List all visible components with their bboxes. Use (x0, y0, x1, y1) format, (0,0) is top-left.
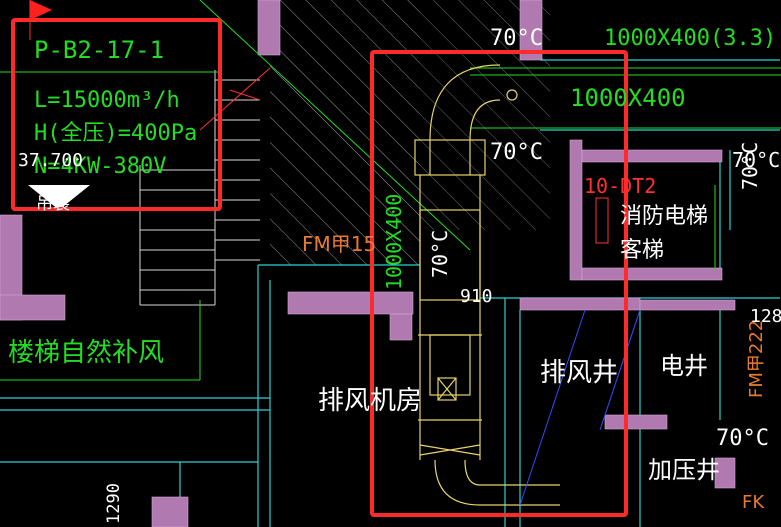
electrical-shaft-label: 电井 (660, 352, 708, 380)
pressurization-shaft-label: 加压井 (648, 456, 720, 484)
shaft-diagonals (519, 309, 641, 506)
temp-label-right-2: 70°C (738, 141, 762, 190)
elevation-triangle-icon (28, 185, 90, 210)
temp-label-mid: 70°C (490, 140, 543, 165)
fk-label: FK (742, 492, 765, 513)
exhaust-shaft-label: 排风井 (540, 358, 619, 388)
hang-label: 吊装 (36, 194, 70, 214)
stair-natural-air-label: 楼梯自然补风 (8, 338, 165, 368)
fan-room-label: 排风机房 (318, 386, 423, 416)
equipment-pressure: H(全压)=400Pa (34, 121, 198, 146)
damper-fm-label: FM甲15 (302, 232, 377, 256)
temp-label-vertical: 70°C (428, 229, 452, 278)
passenger-elevator-label: 客梯 (620, 238, 665, 263)
flag-marker-icon (30, 0, 52, 20)
duct-size-mid: 1000X400 (570, 84, 686, 112)
equipment-power: N=4KW-380V (34, 154, 167, 179)
duct-size-vertical: 1000X400 (382, 193, 406, 290)
elevator-marker (595, 197, 609, 244)
equipment-airflow: L=15000m³/h (34, 88, 180, 113)
dimension-1290: 1290 (104, 483, 124, 524)
temp-label-bottom: 70°C (716, 426, 769, 451)
elevator-code-label: 10-DT2 (584, 174, 657, 198)
wall-blocks (0, 0, 736, 527)
fire-elevator-label: 消防电梯 (620, 204, 709, 229)
vertical-exhaust-duct (414, 64, 560, 506)
dimension-128: 128 (750, 306, 781, 327)
temp-label-top: 70°C (490, 26, 543, 51)
fan-spec-highlight-box (11, 18, 222, 211)
hatch-area-left (270, 0, 420, 265)
dimension-910: 910 (460, 286, 493, 307)
equipment-id: P-B2-17-1 (34, 36, 165, 64)
duct-size-top-right: 1000X400(3.3) (604, 26, 777, 51)
duct-highlight-box (370, 50, 628, 517)
elevation-label: 37.700 (18, 150, 84, 171)
damper-right-label: FM甲222 (746, 319, 767, 398)
temp-label-right: 70°C (732, 148, 781, 172)
